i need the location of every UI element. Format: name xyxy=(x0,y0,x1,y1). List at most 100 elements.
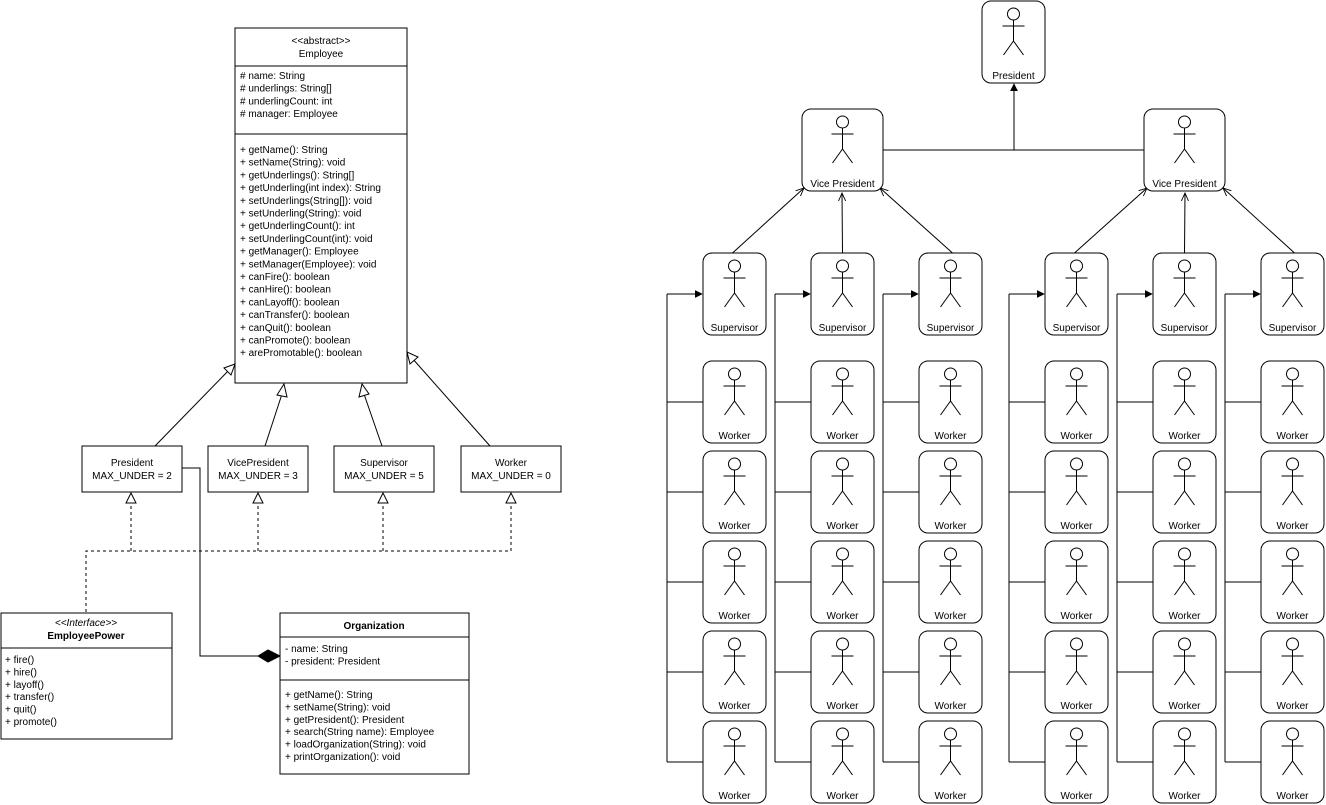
employee-attributes: # name: String# underlings: String[]# un… xyxy=(240,71,338,120)
realization-edges xyxy=(85,491,517,612)
worker-node[interactable]: Worker xyxy=(1152,450,1217,534)
node-label: Worker xyxy=(1060,431,1093,442)
node-label: Worker xyxy=(1276,791,1309,802)
president-node[interactable]: President xyxy=(981,0,1046,84)
worker-node[interactable]: Worker xyxy=(810,360,875,444)
node-label: Vice President xyxy=(1152,179,1217,190)
organization-method: + printOrganization(): void xyxy=(285,752,400,763)
interface-method: + fire() xyxy=(5,655,34,666)
employee-method: + canLayoff(): boolean xyxy=(240,297,340,308)
worker-node[interactable]: Worker xyxy=(702,360,767,444)
worker-node[interactable]: Worker xyxy=(1152,630,1217,714)
worker-node[interactable]: Worker xyxy=(1152,360,1217,444)
node-label: Worker xyxy=(1060,791,1093,802)
actor-icon xyxy=(1173,547,1196,596)
node-label: Worker xyxy=(934,791,967,802)
worker-node[interactable]: Worker xyxy=(1152,720,1217,804)
worker-node[interactable]: Worker xyxy=(1044,540,1109,624)
worker-node[interactable]: Worker xyxy=(1260,360,1325,444)
worker-node[interactable]: Worker xyxy=(1044,720,1109,804)
employee-attribute: # name: String xyxy=(240,71,305,82)
subclass-detail: MAX_UNDER = 5 xyxy=(344,471,424,482)
worker-node[interactable]: Worker xyxy=(918,630,983,714)
node-label: Worker xyxy=(1276,521,1309,532)
supervisor-node[interactable]: Supervisor xyxy=(1260,252,1325,336)
employee-methods: + getName(): String+ setName(String): vo… xyxy=(240,145,381,359)
interface-name: EmployeePower xyxy=(47,631,124,642)
employeepower-interface[interactable]: <<Interface>> EmployeePower + fire()+ hi… xyxy=(0,612,173,740)
actor-icon xyxy=(1173,727,1196,776)
worker-node[interactable]: Worker xyxy=(918,450,983,534)
worker-node[interactable]: Worker xyxy=(918,360,983,444)
actor-icon xyxy=(723,547,746,596)
employee-method: + getUnderlings(): String[] xyxy=(240,170,354,181)
node-label: Worker xyxy=(1060,611,1093,622)
worker-node[interactable]: Worker xyxy=(702,540,767,624)
worker-node[interactable]: Worker xyxy=(1044,450,1109,534)
worker-node[interactable]: Worker xyxy=(810,540,875,624)
node-label: Worker xyxy=(934,611,967,622)
actor-icon xyxy=(1281,367,1304,416)
actor-icon xyxy=(1281,457,1304,506)
worker-node[interactable]: Worker xyxy=(1044,360,1109,444)
subclass-detail: MAX_UNDER = 2 xyxy=(92,471,172,482)
worker-node[interactable]: Worker xyxy=(1260,450,1325,534)
employee-method: + setUnderlings(String[]): void xyxy=(240,196,372,207)
worker-node[interactable]: Worker xyxy=(1260,540,1325,624)
worker-node[interactable]: Worker xyxy=(1044,630,1109,714)
subclass-detail: MAX_UNDER = 0 xyxy=(471,471,551,482)
actor-icon xyxy=(1065,637,1088,686)
supervisor-node[interactable]: Supervisor xyxy=(918,252,983,336)
organization-class[interactable]: Organization - name: String- president: … xyxy=(279,612,470,775)
actor-icon xyxy=(723,259,746,308)
vice-president-node[interactable]: Vice President xyxy=(1143,108,1226,192)
worker-node[interactable]: Worker xyxy=(810,720,875,804)
worker-node[interactable]: Worker xyxy=(918,720,983,804)
worker-node[interactable]: Worker xyxy=(702,720,767,804)
supervisor-node[interactable]: Supervisor xyxy=(702,252,767,336)
employee-class[interactable]: <<abstract>> Employee # name: String# un… xyxy=(234,27,408,384)
node-label: Worker xyxy=(718,431,751,442)
employee-method: + setUnderlingCount(int): void xyxy=(240,234,373,245)
supervisor-node[interactable]: Supervisor xyxy=(1152,252,1217,336)
node-label: Worker xyxy=(826,431,859,442)
vice-president-node[interactable]: Vice President xyxy=(801,108,884,192)
employee-method: + getName(): String xyxy=(240,145,328,156)
node-label: Supervisor xyxy=(711,323,759,334)
worker-node[interactable]: Worker xyxy=(702,630,767,714)
node-label: Worker xyxy=(1276,431,1309,442)
actor-icon xyxy=(939,637,962,686)
worker-node[interactable]: Worker xyxy=(810,630,875,714)
worker-node[interactable]: Worker xyxy=(1152,540,1217,624)
worker-node[interactable]: Worker xyxy=(702,450,767,534)
node-label: Worker xyxy=(1168,521,1201,532)
node-label: Worker xyxy=(718,791,751,802)
supervisor-node[interactable]: Supervisor xyxy=(810,252,875,336)
worker-node[interactable]: Worker xyxy=(1260,630,1325,714)
worker-node[interactable]: Worker xyxy=(918,540,983,624)
interface-method: + transfer() xyxy=(5,692,54,703)
employee-attribute: # underlingCount: int xyxy=(240,96,333,107)
employee-method: + getUnderling(int index): String xyxy=(240,183,381,194)
supervisor-node[interactable]: Supervisor xyxy=(1044,252,1109,336)
subclass-detail: MAX_UNDER = 3 xyxy=(218,471,298,482)
interface-method: + quit() xyxy=(5,705,36,716)
interface-method: + promote() xyxy=(5,717,57,728)
interface-methods: + fire()+ hire()+ layoff()+ transfer()+ … xyxy=(5,655,57,728)
actor-icon xyxy=(1173,457,1196,506)
actor-icon xyxy=(831,637,854,686)
actor-icon xyxy=(831,259,854,308)
actor-icon xyxy=(1065,547,1088,596)
worker-node[interactable]: Worker xyxy=(810,450,875,534)
worker-node[interactable]: Worker xyxy=(1260,720,1325,804)
actor-icon xyxy=(1065,457,1088,506)
node-label: Worker xyxy=(1168,431,1201,442)
actor-icon xyxy=(831,727,854,776)
organization-method: + loadOrganization(String): void xyxy=(285,740,426,751)
node-label: Worker xyxy=(1276,611,1309,622)
